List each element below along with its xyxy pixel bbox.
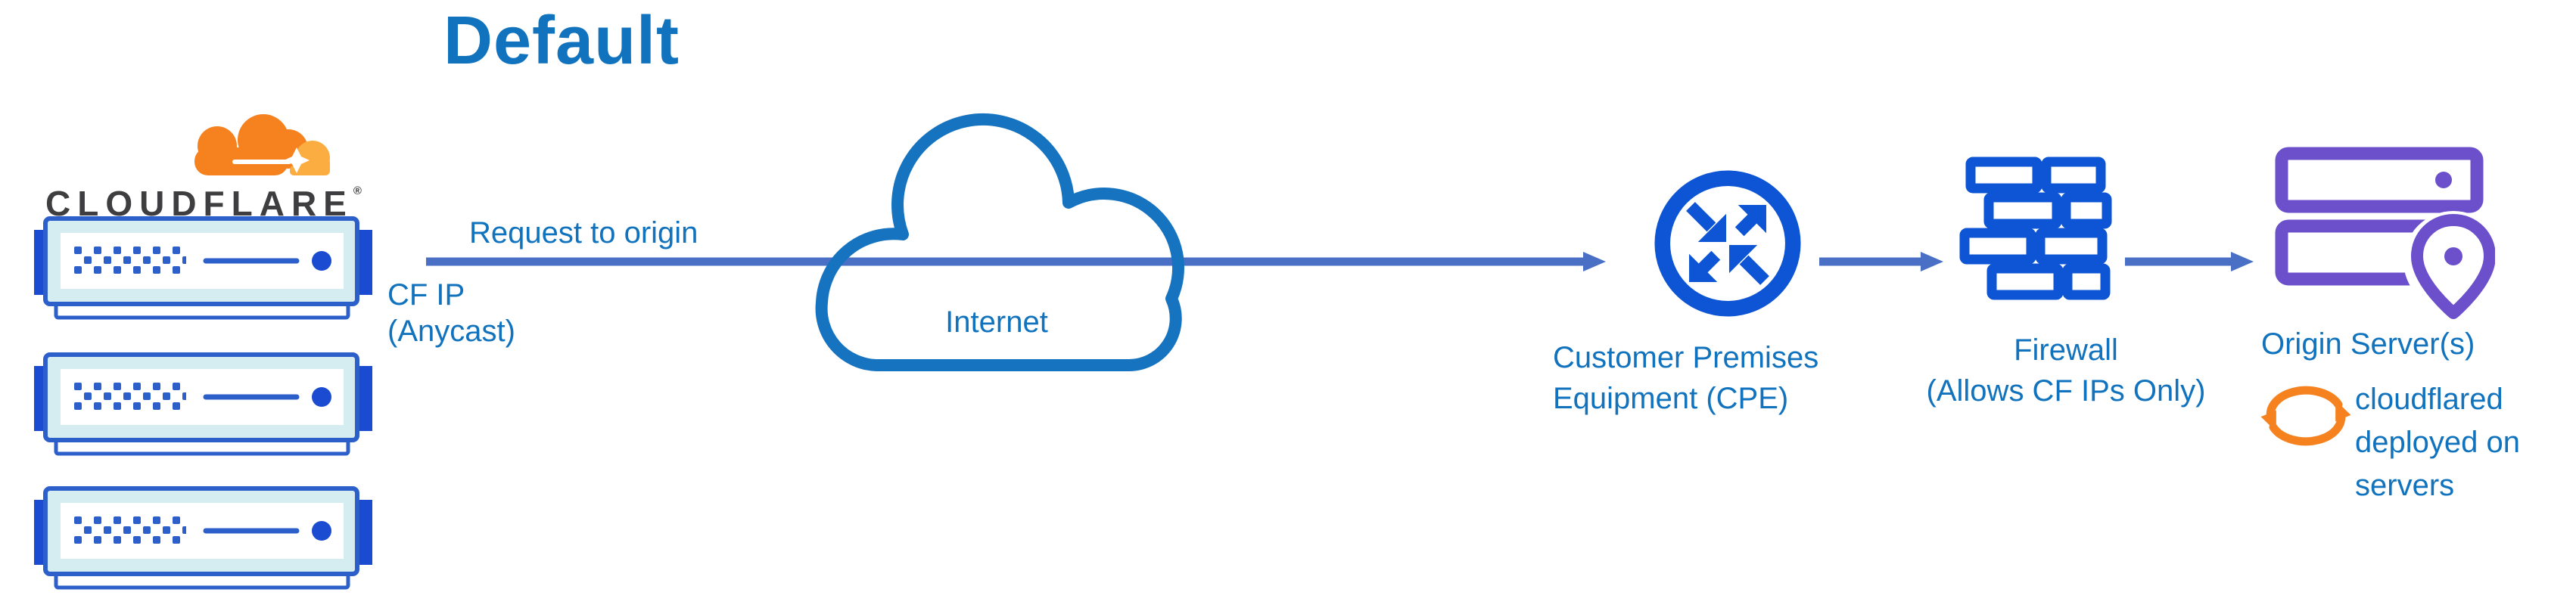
logo-cloud-white-details xyxy=(232,147,310,173)
cpe-label-line1: Customer Premises xyxy=(1553,341,1819,374)
bricks xyxy=(1959,157,2112,300)
arrow-outward-bottom-left xyxy=(1689,250,1721,282)
cloudflared-note-line2: deployed on xyxy=(2355,426,2520,459)
sync-arrows-icon xyxy=(2260,386,2351,446)
request-to-origin-label: Request to origin xyxy=(469,216,698,250)
firewall-label-line2: (Allows CF IPs Only) xyxy=(1926,374,2206,408)
cloudflare-logo-cloud-icon xyxy=(194,114,330,175)
cloudflared-note: cloudflared deployed on servers xyxy=(2355,378,2520,507)
cf-ip-line1: CF IP xyxy=(387,278,465,312)
cf-ip-anycast-label: CF IP (Anycast) xyxy=(387,277,515,349)
cpe-label: Customer Premises Equipment (CPE) xyxy=(1553,337,1818,419)
origin-servers-icon xyxy=(2275,147,2495,319)
location-pin-icon xyxy=(2411,214,2495,319)
router-circle xyxy=(1654,170,1801,317)
arrow-outward-top-right xyxy=(1734,205,1766,237)
firewall-label-line1: Firewall xyxy=(2014,333,2118,367)
cpe-label-line2: Equipment (CPE) xyxy=(1553,382,1789,415)
firewall-label: Firewall (Allows CF IPs Only) xyxy=(1906,330,2226,411)
origin-servers-label: Origin Server(s) xyxy=(2261,327,2475,361)
cloudflared-note-line3: servers xyxy=(2355,469,2455,502)
cf-ip-line2: (Anycast) xyxy=(387,315,515,348)
internet-cloud-icon xyxy=(815,113,1184,371)
page-title: Default xyxy=(443,3,680,79)
internet-label: Internet xyxy=(945,305,1048,339)
router-icon xyxy=(1654,170,1801,317)
cloudflared-note-line1: cloudflared xyxy=(2355,383,2503,416)
registered-mark: ® xyxy=(353,185,362,197)
sync-arcs xyxy=(2260,386,2351,446)
brick-wall-icon xyxy=(1959,157,2112,300)
server-led-dot xyxy=(2435,172,2452,188)
